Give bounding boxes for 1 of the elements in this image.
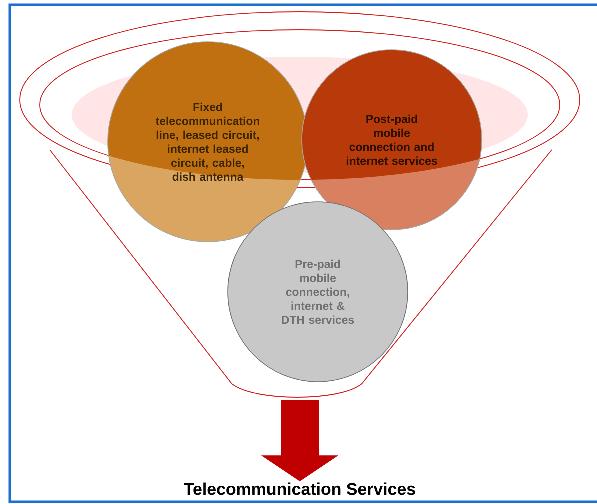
title-text: Telecommunication Services	[184, 482, 416, 496]
